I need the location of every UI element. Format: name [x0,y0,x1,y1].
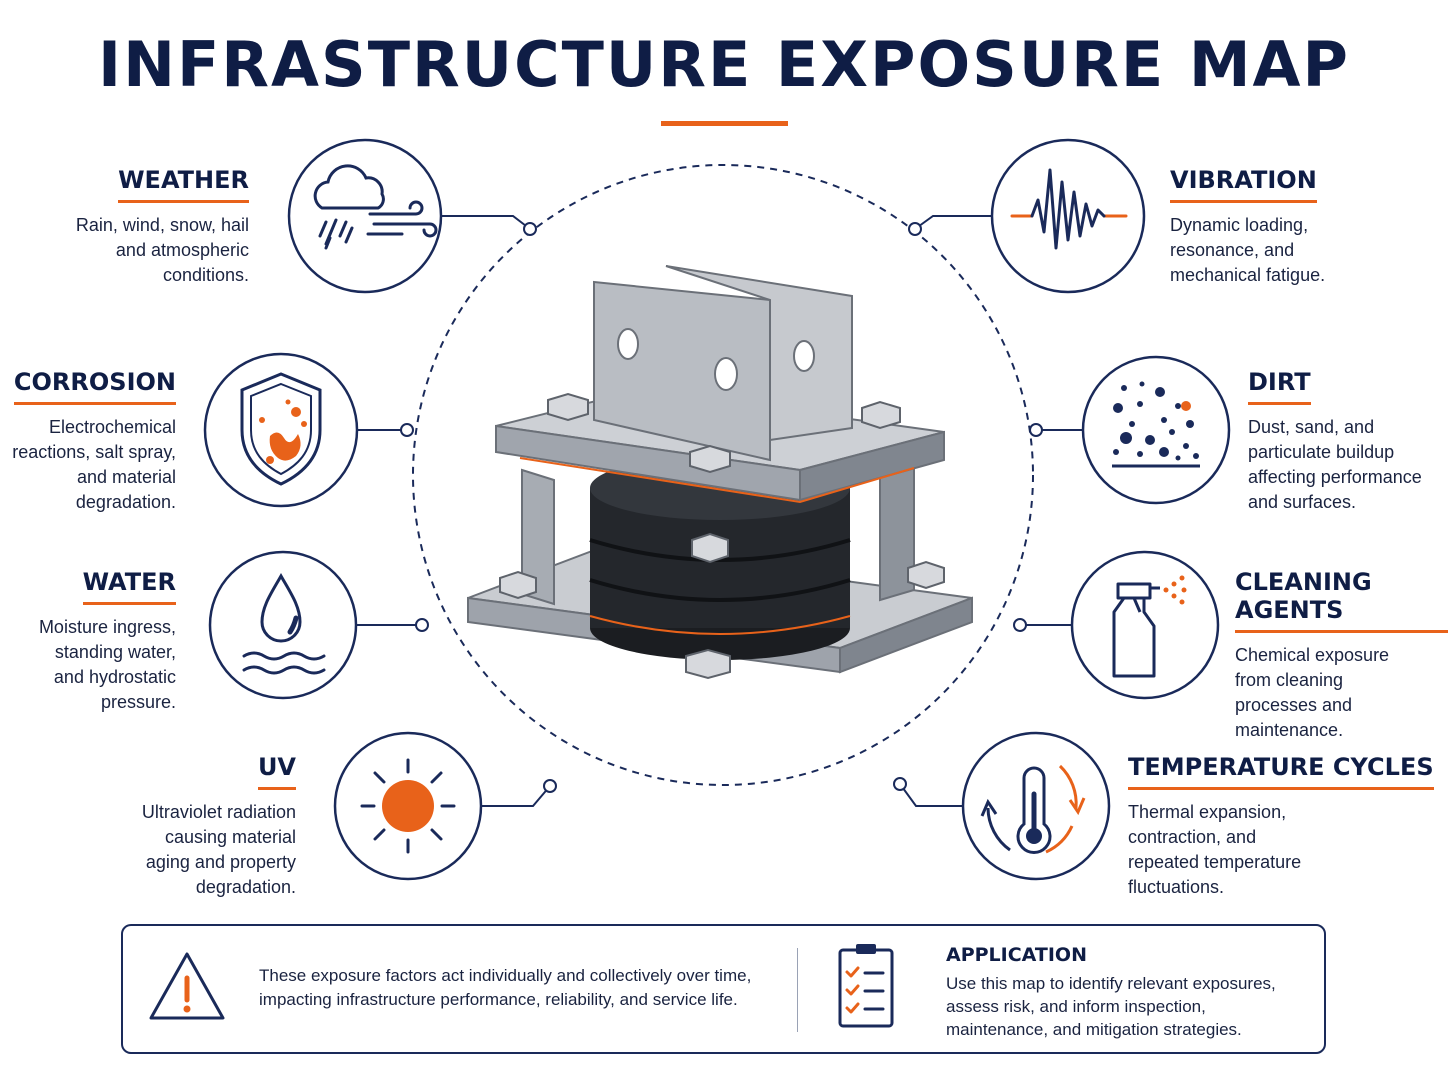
temperature-cycles-description: Thermal expansion, contraction, and repe… [1128,802,1302,897]
vibration-icon-ring [990,138,1146,294]
uv-description: Ultraviolet radiation causing material a… [141,802,296,897]
water-icon-ring [208,550,358,700]
uv-title: UV [257,753,296,790]
water-label: WATER Moisture ingress, standing water, … [39,568,176,715]
temperature-cycles-title: TEMPERATURE CYCLES [1128,753,1434,790]
spray-mist-icon [1163,575,1187,605]
cleaning-icon-ring [1070,550,1220,700]
uv-label: UV Ultraviolet radiation causing materia… [142,753,296,900]
footer-panel: These exposure factors act individually … [121,924,1326,1054]
weather-title: WEATHER [118,166,249,203]
title-underline [661,121,788,126]
checklist-icon [838,944,894,1028]
corroded-shield-icon [240,372,322,486]
vibration-title: VIBRATION [1170,166,1317,203]
dirt-label: DIRT Dust, sand, and particulate buildup… [1248,368,1422,515]
weather-label: WEATHER Rain, wind, snow, hail and atmos… [76,166,249,288]
dirt-icon-ring [1081,355,1231,505]
application-title: APPLICATION [946,944,1087,966]
dirt-description: Dust, sand, and particulate buildup affe… [1248,417,1422,512]
connector-nodes [400,222,1043,793]
page-title: INFRASTRUCTURE EXPOSURE MAP [98,28,1350,101]
cloud-rain-wind-icon [313,164,438,250]
dirt-title: DIRT [1248,368,1311,405]
temperature-cycles-label: TEMPERATURE CYCLES Thermal expansion, co… [1128,753,1434,900]
warning-icon [149,952,225,1020]
cleaning-agents-title: CLEANING AGENTS [1235,568,1448,633]
corrosion-label: CORROSION Electrochemical reactions, sal… [12,368,176,515]
connectors [355,215,1084,807]
corrosion-title: CORROSION [13,368,176,405]
weather-description: Rain, wind, snow, hail and atmospheric c… [75,215,249,285]
bearing-assembly [467,265,973,680]
sun-icon [360,758,456,854]
vibration-label: VIBRATION Dynamic loading, resonance, an… [1170,166,1325,288]
footer-divider [797,948,798,1032]
vibration-description: Dynamic loading, resonance, and mechanic… [1170,215,1326,285]
spray-bottle-icon [1112,582,1160,678]
water-title: WATER [82,568,176,605]
particles-icon [1112,381,1200,468]
thermometer-cycle-icon [980,764,1086,854]
footer-note: These exposure factors act individually … [259,966,752,1009]
waveform-icon [1010,168,1128,250]
weather-icon-ring [287,138,443,294]
corrosion-description: Electrochemical reactions, salt spray, a… [12,417,176,512]
water-description: Moisture ingress, standing water, and hy… [38,617,176,712]
exposure-diagram [203,138,1231,881]
application-description: Use this map to identify relevant exposu… [946,974,1276,1039]
dashed-ring [412,164,1034,786]
cleaning-agents-label: CLEANING AGENTS Chemical exposure from c… [1235,568,1448,743]
water-drop-icon [242,572,326,675]
cleaning-agents-description: Chemical exposure from cleaning processe… [1235,645,1390,740]
